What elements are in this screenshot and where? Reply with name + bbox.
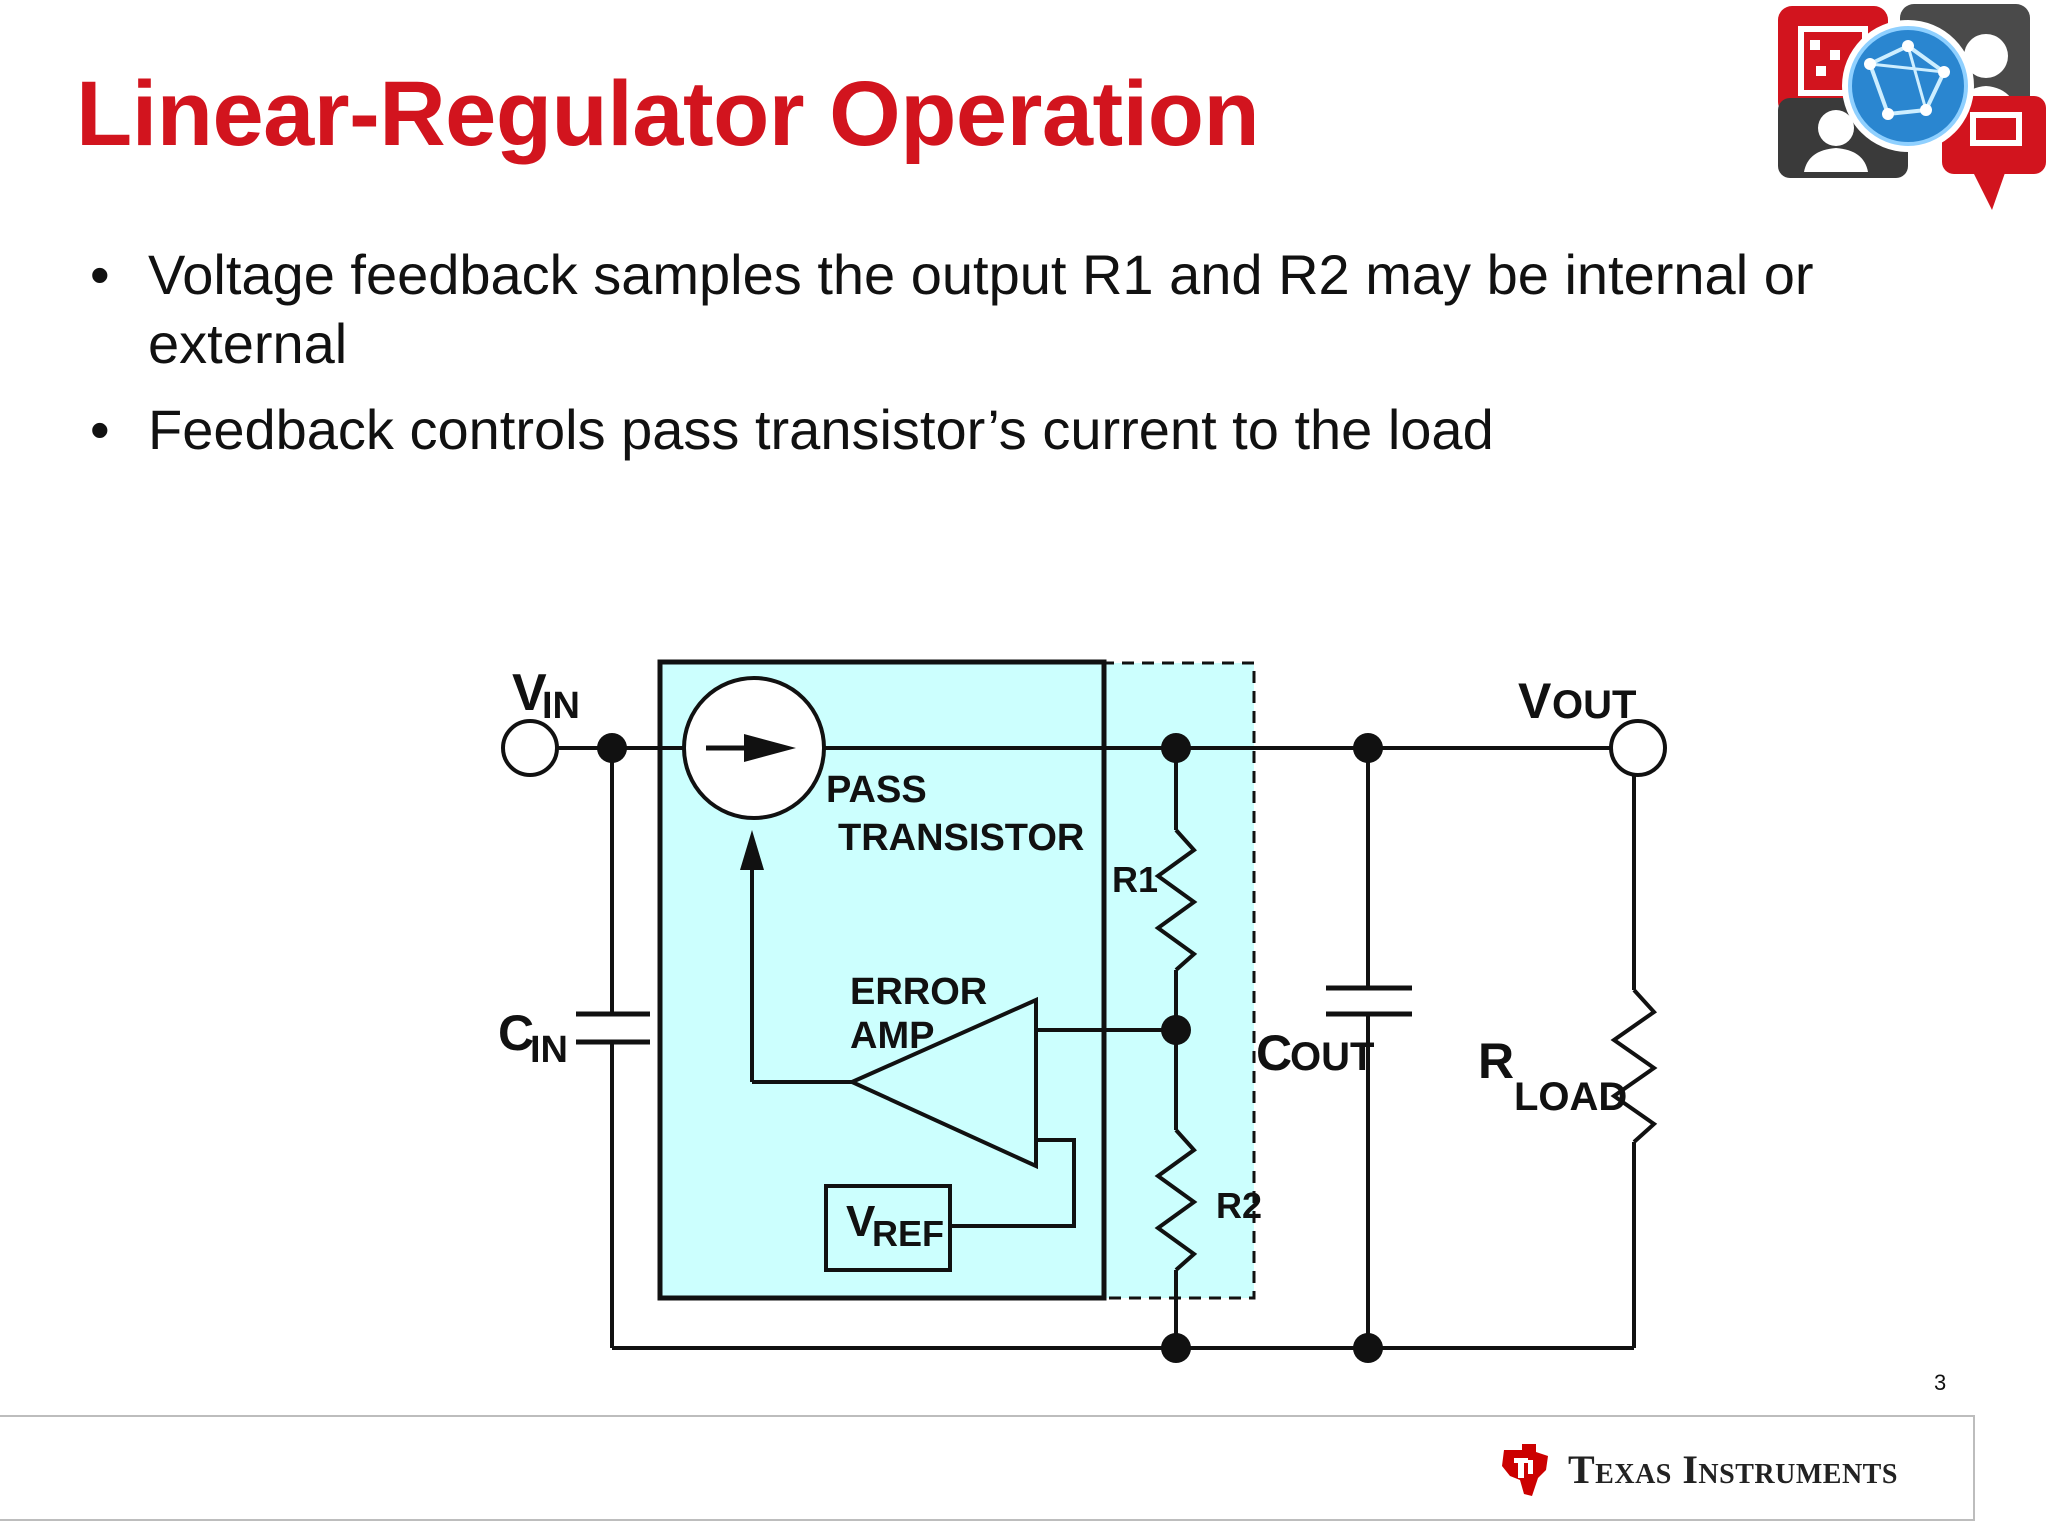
pass-transistor-label-line2: TRANSISTOR	[838, 817, 1084, 859]
r2-resistor	[1154, 1128, 1198, 1272]
junction-dot	[1353, 733, 1383, 763]
error-amp-label-line1: ERROR	[850, 971, 987, 1013]
error-amp-symbol	[847, 996, 1038, 1170]
texas-instruments-logo-icon	[1502, 1444, 1548, 1496]
r1-resistor	[1154, 828, 1198, 972]
r2-label: R2	[1216, 1185, 1262, 1226]
vout-label: VOUT	[1518, 673, 1636, 729]
junction-dot	[597, 733, 627, 763]
rload-label: RLOAD	[1478, 1033, 1627, 1119]
pass-transistor-label-line1: PASS	[826, 769, 927, 811]
cout-label: COUT	[1256, 1025, 1374, 1081]
junction-dot	[1161, 733, 1191, 763]
r1-label: R1	[1112, 859, 1158, 900]
vin-terminal	[501, 719, 559, 777]
page-number: 3	[1934, 1370, 1947, 1395]
cin-label: CIN	[498, 1005, 568, 1071]
bullet-list: Voltage feedback samples the output R1 a…	[90, 240, 1890, 481]
junction-dot	[1353, 1333, 1383, 1363]
vref-label: VREF	[846, 1197, 944, 1254]
bullet-item: Feedback controls pass transistor’s curr…	[90, 395, 1890, 464]
vout-terminal	[1609, 719, 1667, 777]
company-name: Texas Instruments	[1568, 1447, 1898, 1492]
error-amp-label-line2: AMP	[850, 1015, 934, 1057]
slide-title: Linear-Regulator Operation	[76, 63, 1260, 165]
junction-dot	[1161, 1015, 1191, 1045]
junction-dot	[1161, 1333, 1191, 1363]
vref-box	[824, 1184, 952, 1272]
vin-label: VIN	[512, 664, 580, 727]
training-logo-icon	[1778, 4, 2046, 210]
bullet-item: Voltage feedback samples the output R1 a…	[90, 240, 1890, 378]
footer-bar	[0, 1415, 1975, 1521]
rload-resistor	[1610, 988, 1658, 1144]
